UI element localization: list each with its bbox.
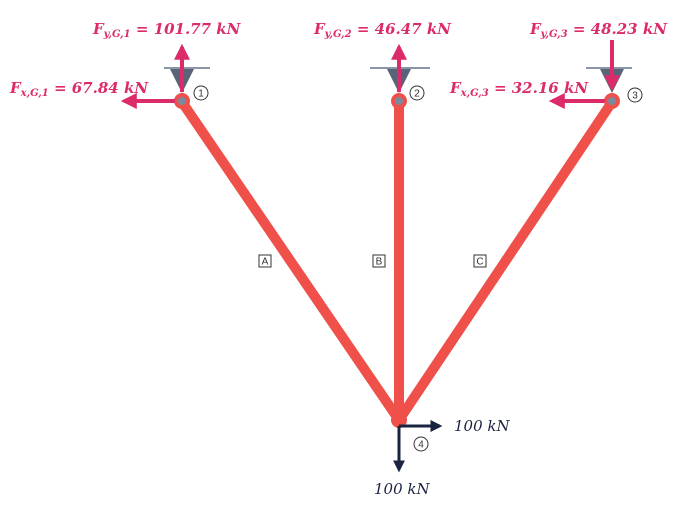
reaction-label-fx-1: Fx,G,1 = 67.84 kN xyxy=(9,79,149,99)
member-A xyxy=(177,97,404,425)
node-label-2: 2 xyxy=(414,89,420,100)
member-label-A: A xyxy=(262,257,269,268)
member-label-B: B xyxy=(376,257,383,268)
member-labels: A B C xyxy=(258,254,487,268)
load-label-horizontal: 100 kN xyxy=(454,417,510,435)
reaction-label-fy-3: Fy,G,3 = 48.23 kN xyxy=(529,20,668,40)
reaction-label-fy-1: Fy,G,1 = 101.77 kN xyxy=(92,20,242,40)
reaction-label-fy-2: Fy,G,2 = 46.47 kN xyxy=(313,20,452,40)
members xyxy=(177,97,617,425)
pin-node-4 xyxy=(391,412,407,428)
node-labels: 1 2 3 4 xyxy=(193,85,643,452)
external-loads: 100 kN 100 kN xyxy=(374,417,510,498)
member-C xyxy=(394,97,617,425)
node-label-4: 4 xyxy=(418,440,424,451)
reaction-label-fx-3: Fx,G,3 = 32.16 kN xyxy=(449,79,589,99)
node-label-1: 1 xyxy=(198,89,204,100)
node-label-3: 3 xyxy=(632,91,638,102)
load-label-vertical: 100 kN xyxy=(374,480,430,498)
member-label-C: C xyxy=(476,257,483,268)
pins xyxy=(174,93,620,428)
reaction-arrows xyxy=(120,40,620,109)
support-3 xyxy=(586,67,632,93)
